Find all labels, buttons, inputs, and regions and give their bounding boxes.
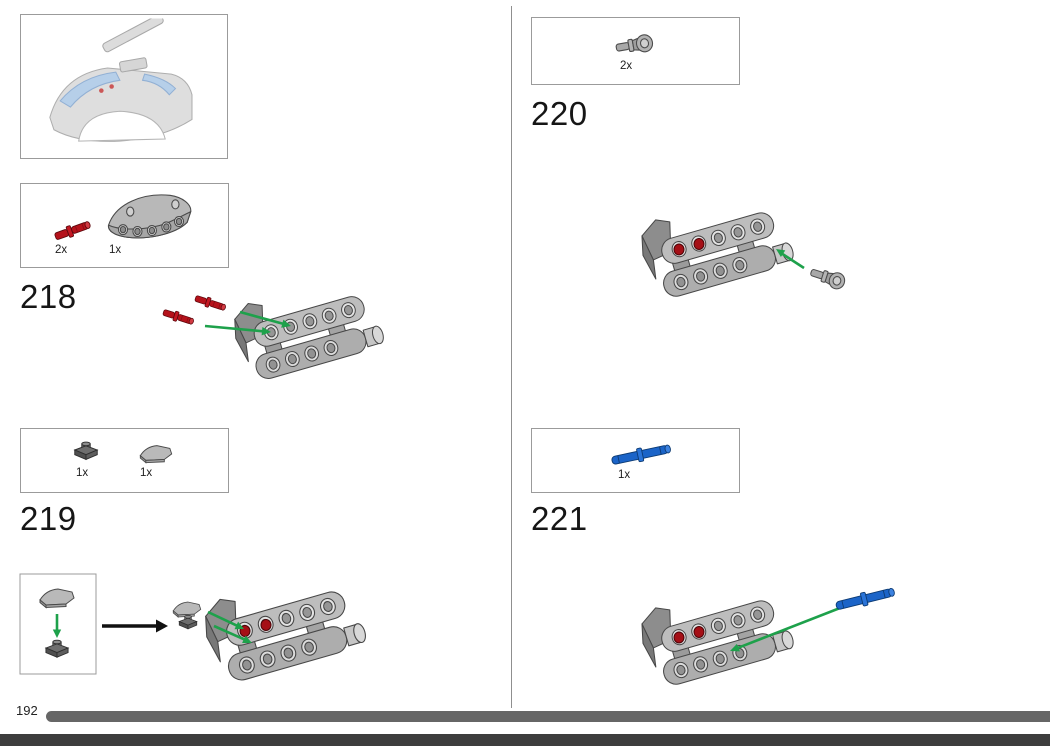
step-number-218: 218	[20, 278, 77, 315]
model-preview-image	[21, 15, 227, 158]
green-arrow	[204, 324, 271, 336]
installed-red-pin	[260, 619, 272, 631]
column-divider	[511, 6, 512, 708]
installed-red-pin	[673, 243, 685, 256]
step-220-diagram	[634, 194, 848, 303]
assembly-illustration	[226, 278, 387, 386]
progress-bar	[46, 711, 1050, 722]
bottom-bar	[0, 734, 1050, 746]
green-arrow	[213, 624, 252, 643]
red-pin-icon	[161, 307, 196, 327]
installed-red-pin	[673, 631, 685, 644]
part-count: 1x	[109, 244, 122, 256]
assembly-illustration	[197, 572, 369, 688]
green-arrow	[239, 310, 291, 328]
model-preview-box	[20, 14, 228, 159]
blue-pin-icon	[609, 439, 675, 470]
installed-red-pin	[693, 238, 705, 250]
green-arrow	[776, 249, 805, 270]
subassembly-piece	[178, 614, 198, 630]
step-221-diagram	[634, 582, 897, 691]
parts-box-220: 2x	[531, 17, 740, 85]
green-arrow	[730, 606, 841, 652]
part-count: 1x	[140, 467, 153, 479]
assembly-illustration	[634, 194, 797, 303]
part-count: 1x	[76, 467, 89, 479]
parts-box-218: 2x 1x	[20, 183, 229, 268]
parts-box-221: 1x	[531, 428, 740, 493]
curved-panel-icon	[101, 189, 201, 245]
part-count: 1x	[618, 469, 631, 481]
part-count: 2x	[620, 60, 633, 72]
step-number-221: 221	[531, 500, 588, 537]
step-number-220: 220	[531, 95, 588, 132]
blue-pin-icon	[834, 584, 897, 614]
green-arrow	[52, 614, 62, 638]
installed-red-pin	[693, 626, 705, 638]
gray-pin-connector-icon	[808, 264, 848, 292]
black-arrow	[102, 619, 168, 633]
green-arrow	[207, 610, 244, 630]
page-number: 192	[16, 703, 38, 718]
dark-plate-icon	[71, 437, 101, 463]
curved-slope-icon	[135, 441, 177, 465]
step-number-219: 219	[20, 500, 77, 537]
part-count: 2x	[55, 244, 68, 256]
gray-pin-connector-icon	[612, 26, 660, 61]
red-pin-icon	[51, 213, 97, 246]
step-218-diagram	[161, 278, 387, 386]
subassembly-piece	[172, 601, 202, 618]
assembly-illustration	[634, 582, 797, 691]
step-219-diagram	[19, 572, 369, 688]
red-pin-icon	[193, 293, 228, 313]
parts-box-219: 1x 1x	[20, 428, 229, 493]
